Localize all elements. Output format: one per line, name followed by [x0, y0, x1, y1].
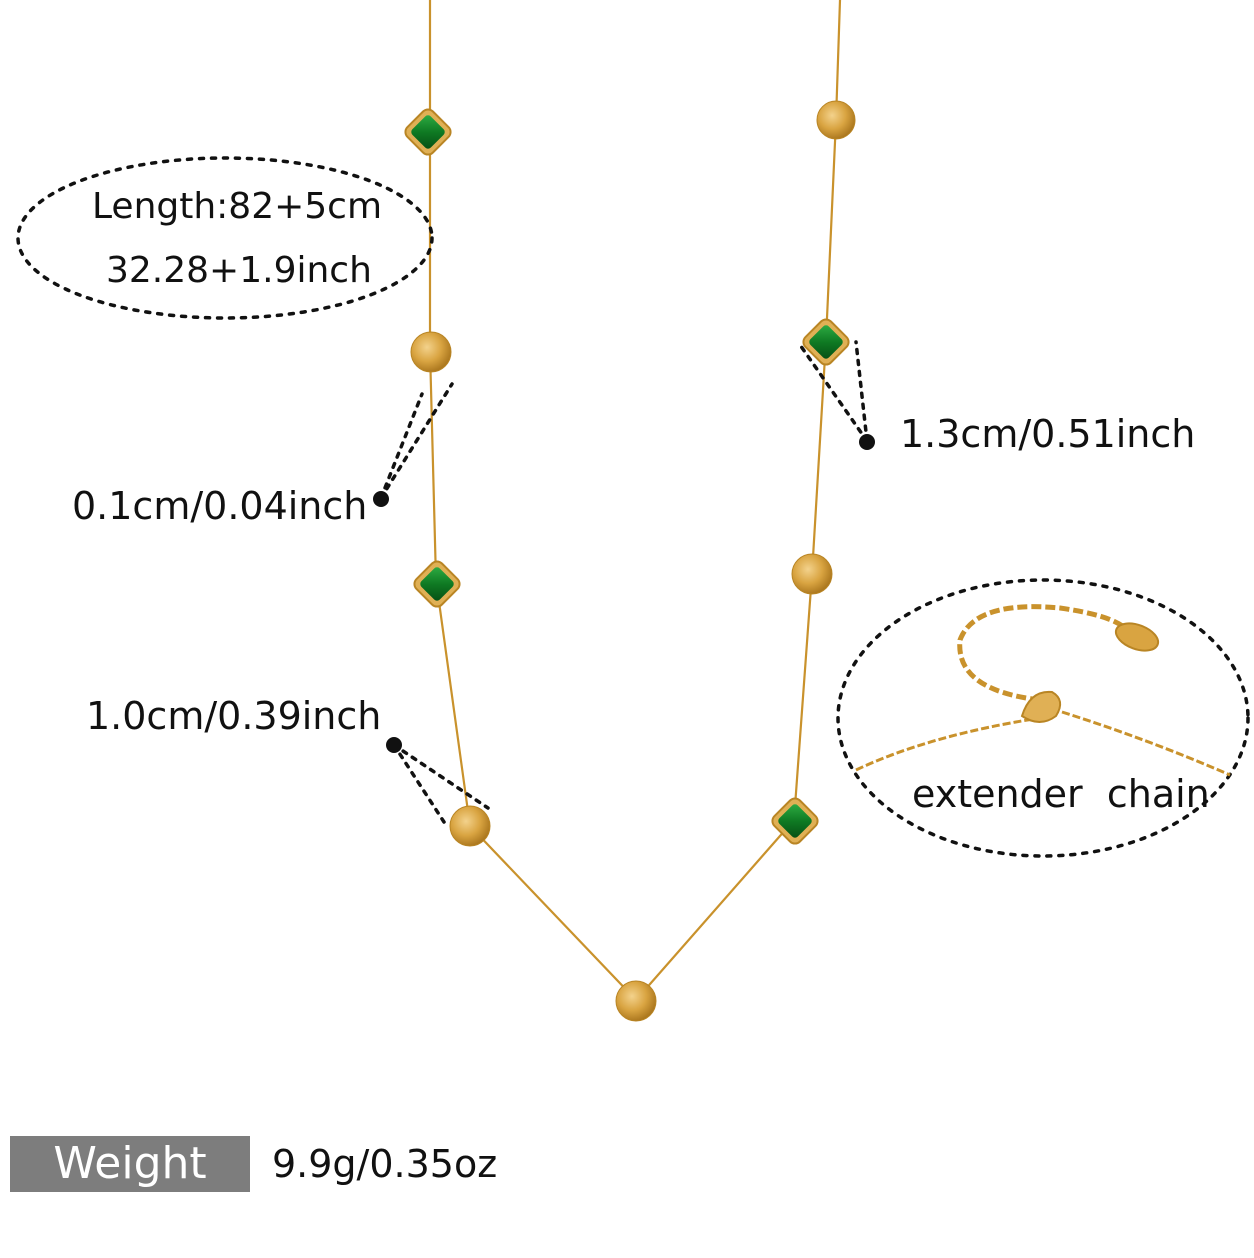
- gold-bead: [615, 980, 657, 1022]
- weight-badge: Weight: [10, 1136, 250, 1192]
- pointer-dot: [373, 491, 389, 507]
- gold-bead: [449, 805, 491, 847]
- necklace-chain: [428, 0, 842, 1001]
- emerald-stone: [413, 560, 461, 608]
- bead-size-pointer: [392, 743, 490, 824]
- gold-bead: [791, 553, 833, 595]
- pointer-dots: [373, 434, 875, 753]
- extender-loop: [957, 604, 1127, 703]
- weight-value: 9.9g/0.35oz: [272, 1142, 498, 1186]
- stone-size-pointer: [796, 340, 869, 443]
- chain-thickness-label: 0.1cm/0.04inch: [72, 484, 368, 528]
- length-cm-label: Length:82+5cm: [92, 186, 383, 227]
- annotation-pointers: [379, 340, 869, 824]
- emerald-stone: [771, 797, 819, 845]
- gold-bead: [816, 100, 856, 140]
- extender-callout-ellipse: [836, 578, 1250, 858]
- gold-beads: [410, 100, 856, 1022]
- chain-left-strand: [428, 0, 637, 1001]
- length-callout-ellipse: [16, 156, 434, 320]
- emerald-stone: [404, 108, 452, 156]
- emerald-stone: [802, 318, 850, 366]
- emerald-stones: [404, 108, 850, 845]
- extender-chain: [855, 604, 1231, 777]
- extender-tag: [1114, 622, 1160, 652]
- chain-thickness-pointer: [379, 382, 454, 500]
- length-inch-label: 32.28+1.9inch: [106, 250, 372, 291]
- annotation-outlines: [16, 156, 1250, 858]
- pointer-dot: [859, 434, 875, 450]
- extender-strand-right: [1061, 710, 1231, 777]
- gold-bead: [410, 331, 452, 373]
- extender-chain-label: extender chain: [912, 772, 1210, 816]
- bead-size-label: 1.0cm/0.39inch: [86, 694, 382, 738]
- lobster-clasp: [1020, 690, 1062, 723]
- chain-right-strand: [635, 0, 842, 1001]
- extender-strand-left: [855, 716, 1041, 772]
- pointer-dot: [386, 737, 402, 753]
- stone-size-label: 1.3cm/0.51inch: [900, 412, 1196, 456]
